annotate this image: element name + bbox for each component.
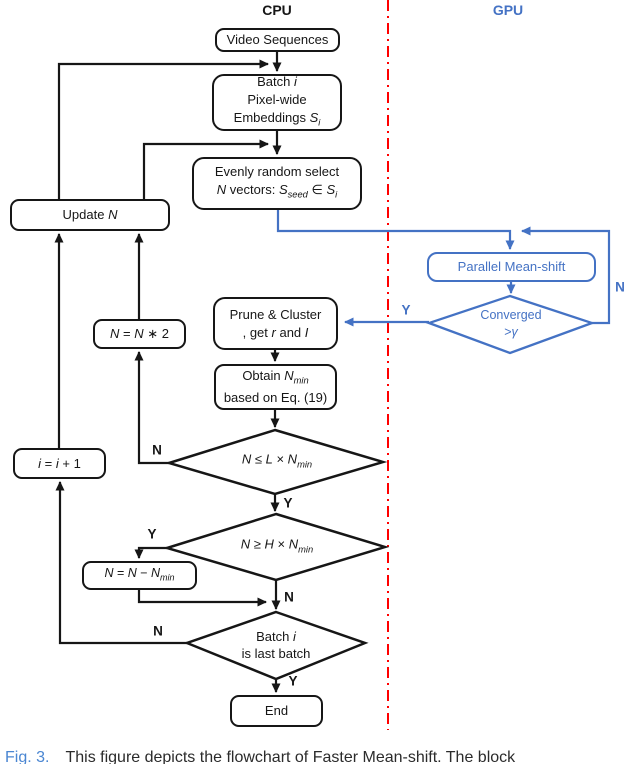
node-label: Parallel Mean-shift <box>457 259 566 274</box>
node-update-n: Update N <box>10 199 170 231</box>
edge-converged-no-loop <box>521 226 611 325</box>
branch-label-d1-yes: Y <box>283 495 293 511</box>
branch-label-d3-no: N <box>153 623 163 639</box>
node-parallel-mean-shift: Parallel Mean-shift <box>427 252 596 282</box>
figure-caption-text: This figure depicts the flowchart of Fas… <box>65 749 516 764</box>
node-batch-embeddings: Batch i Pixel-wide Embeddings Si <box>212 74 342 131</box>
diamond-label-n-le-l-nmin: N ≤ L × Nmin <box>241 451 313 470</box>
node-n-minus-nmin: N = N − Nmin <box>82 561 197 590</box>
gpu-column-header: GPU <box>492 2 524 18</box>
node-label-line: Batch i <box>257 74 297 90</box>
edge-d2-yes-to-nminus <box>134 546 167 559</box>
node-label-line: Update N <box>62 207 118 222</box>
diamond-label-converged: Converged >γ <box>480 308 542 339</box>
node-label-line: N = N ∗ 2 <box>110 326 169 341</box>
branch-label-d1-no: N <box>152 442 162 458</box>
node-label-line: N = N − Nmin <box>104 566 175 583</box>
branch-label-gpu-yes: Y <box>401 302 411 318</box>
diamond-n-le-l-nmin <box>164 428 388 496</box>
node-label: Video Sequences <box>226 32 329 47</box>
diamond-converged <box>425 294 596 355</box>
node-label-line: Obtain Nmin <box>242 367 309 386</box>
diamond-is-last-batch <box>183 610 369 681</box>
node-obtain-nmin: Obtain Nmin based on Eq. (19) <box>214 364 337 410</box>
node-video-sequences: Video Sequences <box>215 28 340 52</box>
branch-label-d3-yes: Y <box>288 673 298 689</box>
node-label-line: based on Eq. (19) <box>223 390 328 406</box>
node-label-line: , get r and I <box>242 324 309 340</box>
branch-label-gpu-no: N <box>615 279 625 295</box>
node-end: End <box>230 695 323 727</box>
edge-nminus-merge <box>137 590 267 607</box>
cpu-column-header: CPU <box>262 2 292 18</box>
figure-caption: Fig. 3. This figure depicts the flowchart… <box>5 749 515 764</box>
node-evenly-random-select: Evenly random select N vectors: Sseed ∈ … <box>192 157 362 210</box>
node-i-plus-1: i = i + 1 <box>13 448 106 479</box>
figure-caption-tag: Fig. 3. <box>5 749 50 764</box>
edge-d1-no-to-ntimes2 <box>134 351 169 465</box>
diamond-label-n-ge-h-nmin: N ≥ H × Nmin <box>240 536 314 555</box>
edge-d3-no-to-iplus1 <box>55 481 187 645</box>
node-label-line: Embeddings Si <box>233 110 321 128</box>
node-label-line: i = i + 1 <box>38 455 81 471</box>
node-label: End <box>264 703 289 718</box>
node-prune-cluster: Prune & Cluster , get r and I <box>213 297 338 350</box>
branch-label-d2-no: N <box>284 589 294 605</box>
node-n-times-2: N = N ∗ 2 <box>93 319 186 349</box>
node-label-line: Evenly random select <box>214 164 340 180</box>
gpu-connectors <box>276 210 611 327</box>
cpu-connectors <box>54 52 282 693</box>
edge-updaten-to-batch-loop <box>57 59 269 199</box>
branch-label-d2-yes: Y <box>147 526 157 542</box>
diamond-label-is-last-batch: Batch i is last batch <box>241 629 311 661</box>
node-label-line: Prune & Cluster <box>229 306 322 322</box>
node-label-line: Pixel-wide <box>247 92 307 108</box>
edge-select-to-parallel <box>276 210 515 250</box>
node-label-line: N vectors: Sseed ∈ Si <box>216 182 338 200</box>
edge-updaten-to-select-loop <box>142 139 269 199</box>
diamond-n-ge-h-nmin <box>162 512 390 582</box>
